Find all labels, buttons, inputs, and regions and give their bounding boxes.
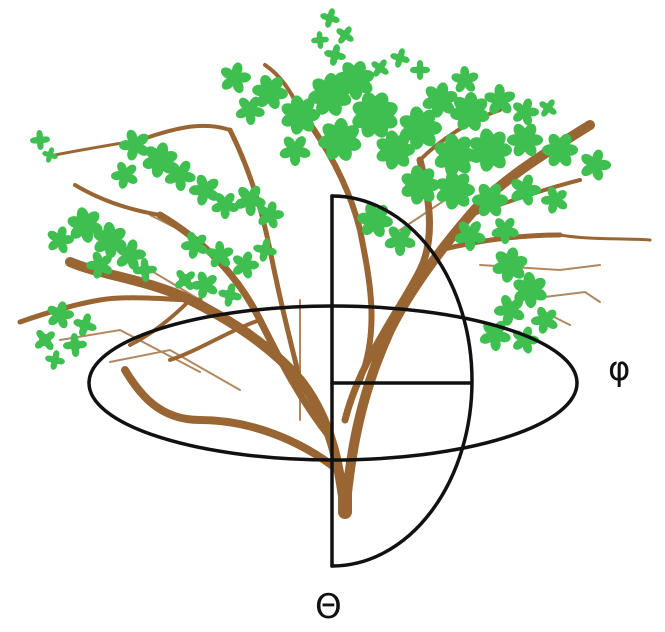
leaf-cluster [224, 289, 236, 301]
leaf-cluster [516, 131, 534, 149]
leaf-cluster [151, 151, 169, 169]
leaf-cluster [415, 65, 425, 75]
leaf-cluster [118, 168, 132, 182]
leaf-cluster [498, 223, 512, 237]
leaf-cluster [395, 53, 405, 63]
leaf-cluster [46, 151, 54, 159]
leaf-cluster [35, 135, 45, 145]
tree-foliage [30, 7, 611, 370]
leaf-cluster [69, 339, 81, 351]
leaf-cluster [218, 198, 232, 212]
leaf-cluster [79, 319, 91, 331]
angle-guides [89, 196, 577, 566]
leaf-cluster [521, 281, 539, 299]
leaf-cluster [263, 208, 277, 222]
leaf-cluster [179, 274, 191, 286]
leaf-cluster [213, 248, 227, 262]
leaf-cluster [238, 258, 252, 272]
leaf-cluster [543, 103, 553, 113]
leaf-cluster [330, 50, 341, 61]
leaf-cluster [93, 258, 107, 272]
leaf-cluster [345, 70, 365, 90]
leaf-cluster [319, 84, 341, 106]
leaf-cluster [392, 232, 408, 248]
leaf-cluster [139, 264, 151, 276]
leaf-cluster [462, 227, 478, 243]
leaf-cluster [479, 139, 501, 161]
leaf-cluster [243, 103, 258, 118]
leaf-cluster [501, 256, 519, 274]
leaf-cluster [188, 238, 202, 252]
leaf-cluster [444, 144, 466, 166]
leaf-cluster [287, 142, 303, 158]
leaf-cluster [517, 182, 533, 198]
leaf-cluster [127, 137, 143, 153]
leaf-cluster [172, 167, 188, 183]
leaf-cluster [538, 313, 552, 327]
leaf-cluster [518, 105, 532, 119]
leaf-cluster [122, 247, 138, 263]
leaf-cluster [492, 92, 508, 108]
leaf-cluster [502, 302, 518, 318]
leaf-cluster [259, 244, 271, 256]
leaf-cluster [445, 180, 465, 200]
leaf-cluster [50, 355, 60, 365]
leaf-cluster [76, 216, 94, 234]
leaf-cluster [551, 141, 569, 159]
leaf-cluster [325, 13, 335, 23]
leaf-cluster [329, 129, 351, 151]
leaf-cluster [587, 157, 603, 173]
leaf-cluster [53, 308, 67, 322]
leaf-cluster [409, 117, 431, 139]
leaf-cluster [227, 70, 243, 86]
leaf-cluster [431, 91, 449, 109]
leaf-cluster [363, 103, 387, 127]
leaf-cluster [197, 182, 213, 198]
leaf-cluster [261, 83, 279, 101]
theta-label: Θ [315, 590, 342, 624]
leaf-cluster [366, 211, 384, 229]
leaf-cluster [458, 73, 472, 87]
leaf-cluster [375, 63, 385, 73]
leaf-cluster [39, 334, 51, 346]
leaf-cluster [340, 30, 350, 40]
leaf-cluster [290, 105, 310, 125]
leaf-cluster [101, 231, 119, 249]
leaf-cluster [410, 175, 430, 195]
leaf-cluster [242, 192, 258, 208]
leaf-cluster [487, 327, 503, 343]
leaf-cluster [198, 278, 212, 292]
leaf-cluster [53, 233, 67, 247]
leaf-cluster [316, 36, 325, 45]
leaf-cluster [481, 191, 499, 209]
phi-label: φ [608, 352, 630, 386]
leaf-cluster [460, 102, 480, 122]
leaf-cluster [548, 193, 562, 207]
leaf-cluster [385, 140, 405, 160]
